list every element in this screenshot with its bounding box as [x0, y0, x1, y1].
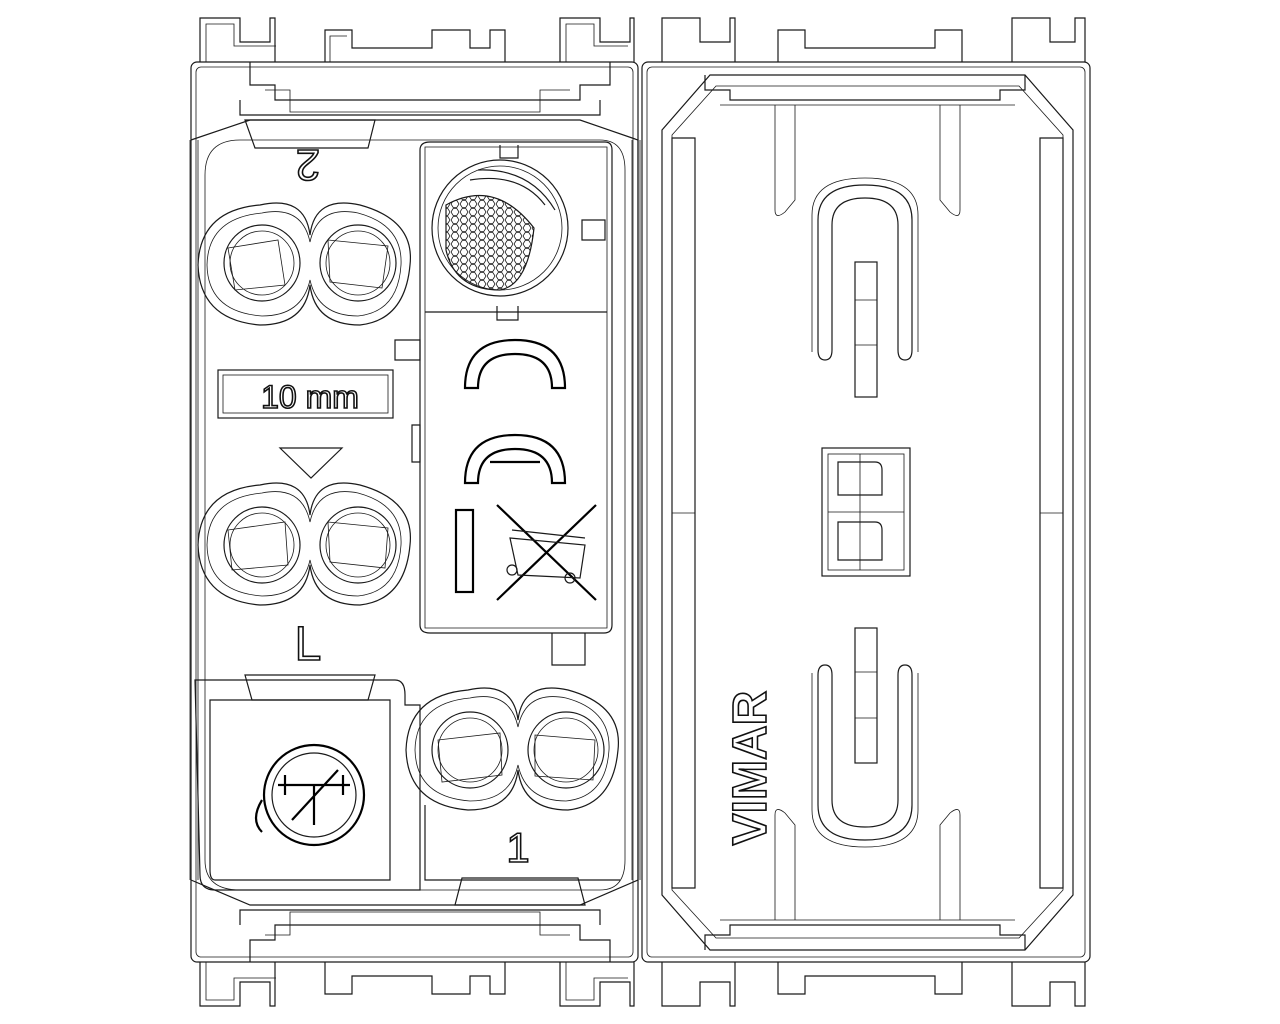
upper-spring-clip [811, 177, 919, 398]
brand-logo: VIMAR [724, 691, 777, 846]
center-switch [821, 447, 911, 577]
adjust-knob-housing [194, 674, 421, 891]
terminal-label-1: 1 [506, 824, 529, 871]
terminal-label-2: 2 [296, 140, 320, 189]
terminal-screw-icon [223, 506, 301, 584]
right-module: VIMAR [641, 17, 1091, 1007]
bottom-clips [199, 877, 635, 1007]
terminal-screw-icon [223, 224, 301, 302]
strip-length-gauge: 10 mm [217, 369, 394, 419]
terminal-bottom [405, 687, 620, 881]
terminal-screw-icon [431, 711, 509, 789]
terminal-screw-icon [319, 506, 397, 584]
top-clips [199, 17, 635, 149]
terminal-screw-icon [527, 711, 605, 789]
terminal-mid [197, 482, 411, 606]
terminal-label-L: L [295, 618, 322, 671]
lower-spring-clip [811, 627, 919, 848]
terminal-screw-icon [319, 224, 397, 302]
terminal-top [197, 202, 411, 326]
sensor-plate [394, 141, 613, 666]
ce-mark-icon [463, 338, 567, 485]
arrow-down-icon [278, 447, 344, 479]
class-ii-bar-icon [454, 508, 475, 594]
left-module: 2 10 mm L [189, 17, 641, 1007]
crossed-bin-weee-icon [496, 504, 597, 601]
strip-length-label: 10 mm [261, 379, 359, 415]
adjust-knob-icon [254, 743, 366, 847]
ir-sensor-lens-icon [431, 159, 569, 297]
